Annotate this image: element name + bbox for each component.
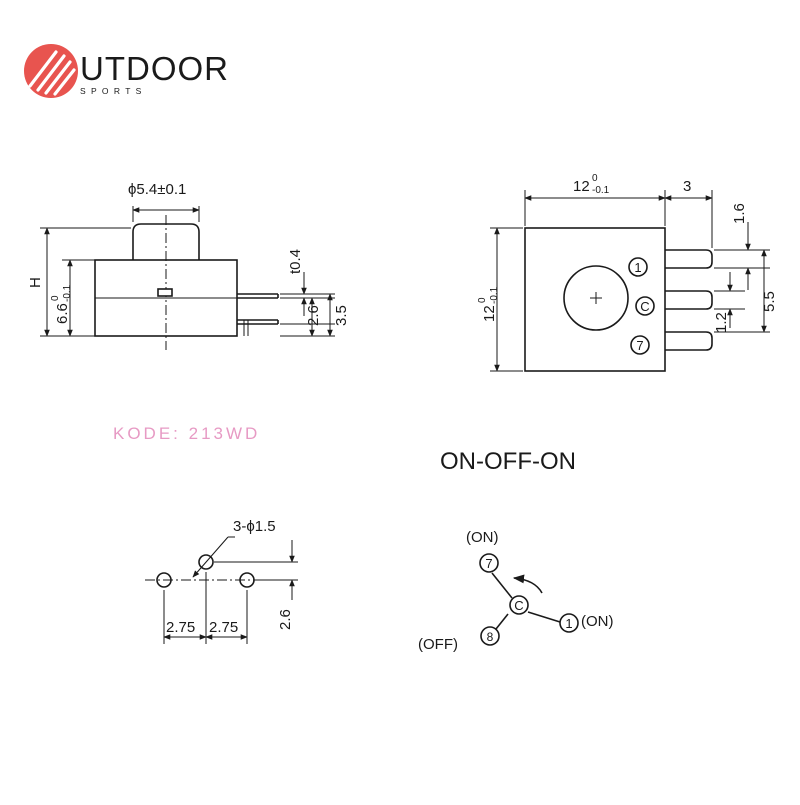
product-code: KODE: 213WD: [113, 424, 260, 443]
contact-terminal-c: C: [509, 595, 529, 615]
svg-text:7: 7: [485, 556, 492, 571]
pin-span-label: 5.5: [761, 291, 778, 312]
pin-length-label: 3: [683, 178, 691, 195]
switch-body-top: [524, 227, 666, 372]
contact-terminal-off: 8: [480, 626, 500, 646]
pin-width-label: 1.6: [731, 203, 748, 224]
height-label: H: [27, 277, 44, 288]
contact-label-top: (ON): [466, 529, 499, 546]
terminal-7-marker: 7: [630, 335, 650, 355]
footprint-hole: [156, 572, 172, 588]
footprint-pitch-left: 2.75: [166, 619, 195, 636]
svg-text:12: 12: [481, 305, 498, 322]
footprint-pitch-right: 2.75: [209, 619, 238, 636]
contact-label-left: (OFF): [418, 636, 458, 653]
footprint-hole: [198, 554, 214, 570]
svg-text:-0.1: -0.1: [489, 286, 500, 304]
mode-title: ON-OFF-ON: [440, 448, 576, 475]
top-pins: [665, 249, 713, 351]
svg-text:-0.1: -0.1: [592, 185, 610, 196]
side-pins: [237, 293, 279, 336]
svg-text:12: 12: [573, 178, 590, 195]
svg-text:C: C: [514, 598, 523, 613]
terminal-c-marker: C: [635, 296, 655, 316]
svg-text:1: 1: [565, 616, 572, 631]
brand-logo: UTDOOR S P O R T S: [24, 44, 229, 98]
footprint-offset-label: 2.6: [277, 609, 294, 630]
terminal-1-marker: 1: [628, 257, 648, 277]
svg-text:7: 7: [636, 338, 643, 353]
contact-terminal-7: 7: [479, 553, 499, 573]
logo-emblem-icon: [24, 44, 78, 98]
pin-pitch-label: 1.2: [713, 312, 730, 333]
svg-text:0: 0: [50, 295, 61, 301]
svg-text:6.6: 6.6: [54, 303, 71, 324]
svg-text:0: 0: [477, 297, 488, 303]
side-view: ϕ5.4±0.1 H 6.6 0 -0.1: [27, 181, 350, 350]
svg-text:-0.1: -0.1: [62, 284, 73, 302]
terminal-span-label: 3.5: [333, 305, 350, 326]
button-diameter-label: ϕ5.4±0.1: [128, 181, 186, 198]
svg-text:C: C: [640, 299, 649, 314]
svg-text:0: 0: [592, 173, 598, 184]
contact-terminal-1: 1: [559, 613, 579, 633]
terminal-position-label: 2.6: [305, 305, 322, 326]
width-dimension: 12 0 -0.1: [573, 173, 610, 196]
terminal-tab: [157, 288, 173, 297]
logo-wordmark: UTDOOR: [80, 50, 229, 87]
contact-label-right: (ON): [581, 613, 614, 630]
contact-diagram: 7 C 1 8 (ON) (ON) (OFF): [418, 529, 614, 653]
svg-text:8: 8: [487, 630, 494, 644]
actuator-circle: [563, 265, 629, 331]
height-dimension: 12 0 -0.1: [477, 286, 500, 322]
terminal-thickness-label: t0.4: [287, 249, 304, 274]
top-view: 1 C 7 12 0 -0.1 3 12 0 -0.1: [477, 173, 778, 372]
footprint-hole: [239, 572, 255, 588]
footprint-holes-label: 3-ϕ1.5: [233, 518, 276, 535]
pcb-footprint: 3-ϕ1.5 2.75 2.75 2.6: [145, 518, 298, 644]
body-height-dimension: 6.6 0 -0.1: [50, 284, 73, 324]
logo-tagline: S P O R T S: [80, 86, 143, 96]
svg-text:1: 1: [634, 260, 641, 275]
